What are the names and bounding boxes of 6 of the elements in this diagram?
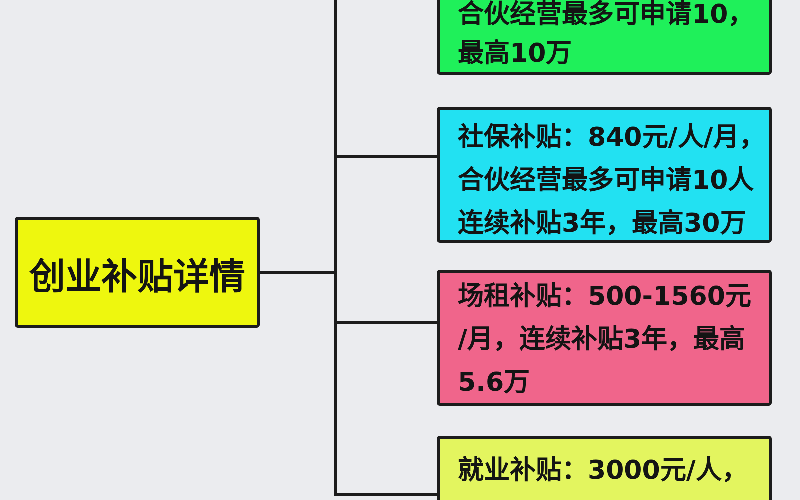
topic-box: 创业补贴详情 xyxy=(15,217,260,328)
detail-box: 社保补贴：840元/人/月，合伙经营最多可申请10人连续补贴3年，最高30万 xyxy=(437,107,772,243)
connector-line xyxy=(260,271,437,496)
detail-box: 合伙经营最多可申请10，最高10万 xyxy=(437,0,772,75)
detail-box: 场租补贴：500-1560元/月，连续补贴3年，最高5.6万 xyxy=(437,270,772,406)
detail-box: 就业补贴：3000元/人， xyxy=(437,436,772,500)
